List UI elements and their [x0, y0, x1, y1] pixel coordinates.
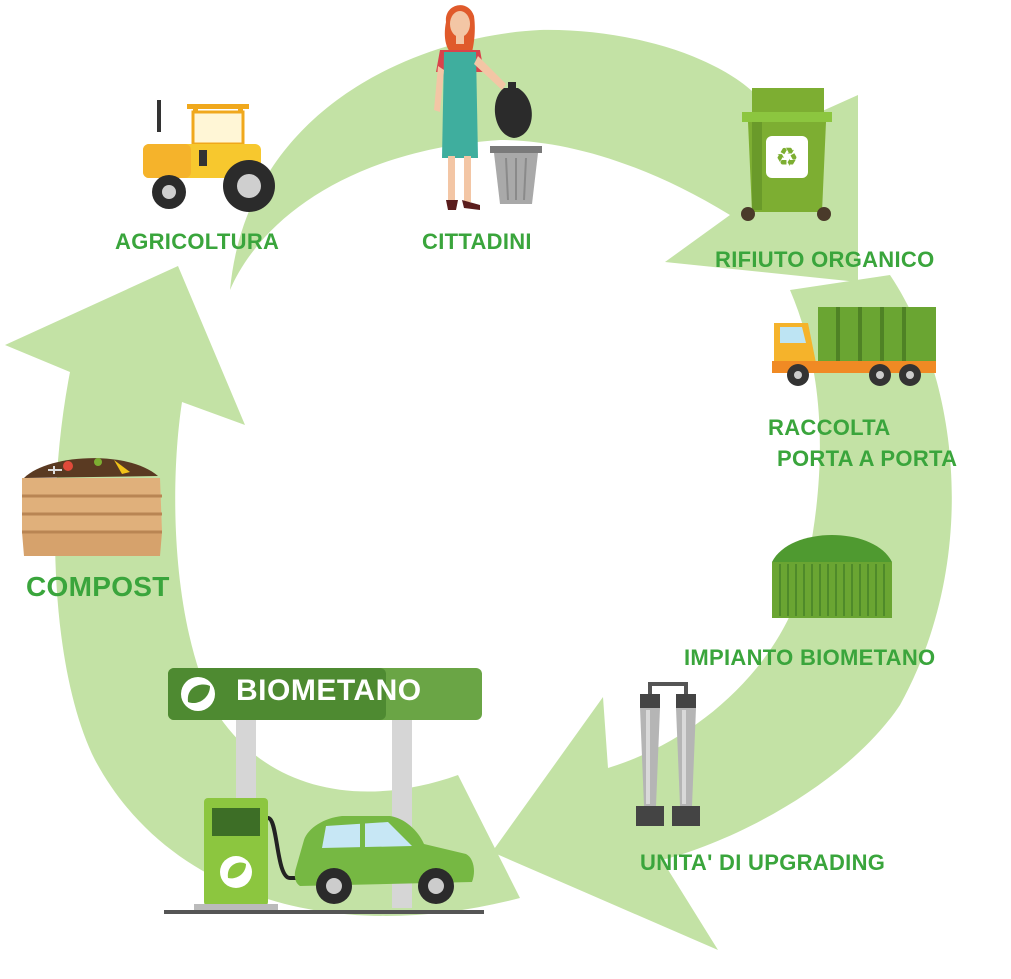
fuel-station-car-icon — [164, 668, 484, 914]
label-compost: COMPOST — [26, 571, 170, 602]
cycle-arrow-top — [230, 29, 858, 290]
biogas-plant-icon — [772, 535, 892, 618]
tractor-icon — [143, 100, 275, 212]
sign-label-biometano: BIOMETANO — [236, 674, 422, 707]
label-rifiuto-organico: RIFIUTO ORGANICO — [715, 247, 935, 272]
label-agricoltura: AGRICOLTURA — [115, 229, 280, 254]
label-unita-upgrading: UNITA' DI UPGRADING — [640, 850, 886, 875]
organic-waste-bin-icon: ♻ — [741, 88, 832, 221]
label-impianto-biometano: IMPIANTO BIOMETANO — [684, 645, 936, 670]
cycle-arrow-right — [492, 275, 952, 950]
upgrading-columns-icon — [636, 682, 700, 826]
woman-with-trash-icon — [434, 5, 542, 210]
label-raccolta-line1: RACCOLTA — [768, 415, 891, 440]
label-cittadini: CITTADINI — [422, 229, 532, 254]
compost-crate-icon — [22, 458, 162, 556]
svg-text:♻: ♻ — [775, 143, 798, 173]
cycle-arrow-left — [5, 266, 520, 916]
label-raccolta-line2: PORTA A PORTA — [777, 446, 958, 471]
garbage-truck-icon — [772, 307, 936, 386]
